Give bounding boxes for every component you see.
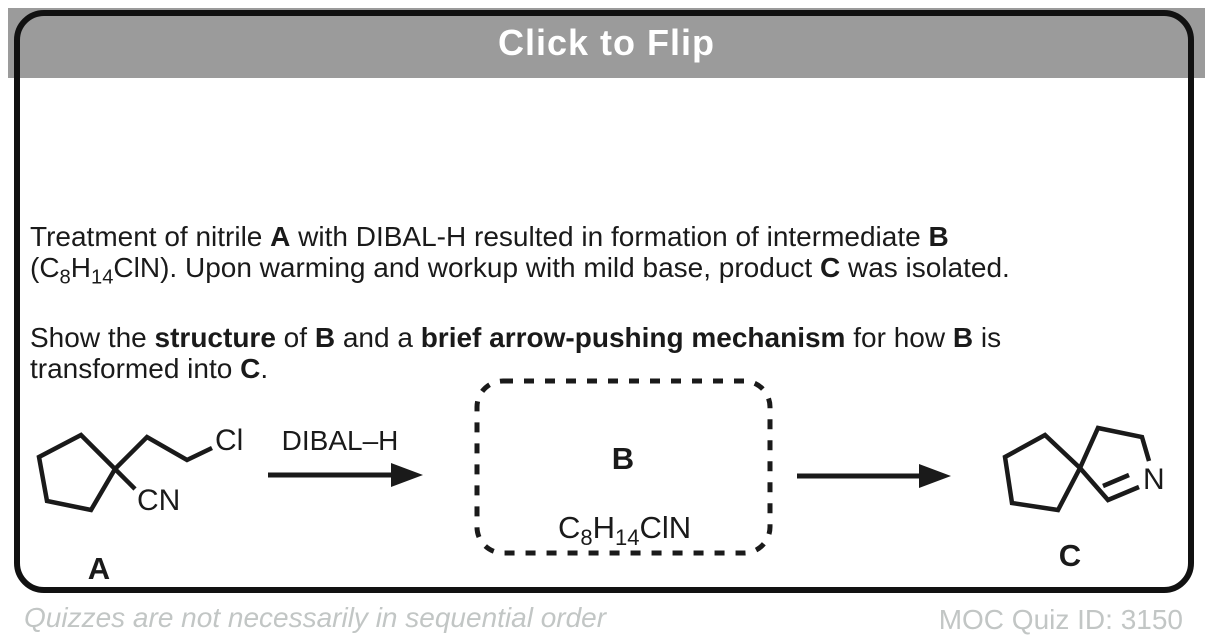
compound-a-label: A bbox=[88, 551, 110, 586]
cyclopentane-ring-a bbox=[36, 432, 118, 513]
footer-quiz-id: MOC Quiz ID: 3150 bbox=[938, 604, 1183, 635]
intermediate-b-label: B bbox=[612, 441, 634, 476]
cl-atom-label: Cl bbox=[215, 424, 243, 457]
footer-note: Quizzes are not necessarily in sequentia… bbox=[24, 602, 607, 633]
nitrile-bond bbox=[113, 467, 137, 491]
reaction-arrow-1 bbox=[268, 463, 423, 487]
intermediate-b-box: B C8H14ClN bbox=[474, 378, 773, 556]
reaction-arrow-2 bbox=[797, 464, 951, 488]
intermediate-b-formula: C8H14ClN bbox=[558, 510, 691, 550]
cn-atom-label: CN bbox=[137, 484, 180, 517]
flip-banner-label: Click to Flip bbox=[497, 22, 715, 63]
reagent-label: DIBAL–H bbox=[282, 425, 399, 456]
imine-double-bond bbox=[1102, 472, 1130, 489]
arrowhead-2 bbox=[919, 464, 951, 488]
compound-c-label: C bbox=[1059, 538, 1081, 573]
n-atom-label: N bbox=[1143, 463, 1165, 496]
imine-ring-upper bbox=[1077, 425, 1152, 469]
dashed-box bbox=[474, 378, 773, 556]
imine-ring-lower bbox=[1078, 466, 1140, 503]
chloroethyl-chain bbox=[113, 434, 213, 471]
cyclopentane-ring-c bbox=[1002, 432, 1083, 513]
structure-c: N C bbox=[1002, 425, 1165, 573]
question-paragraph-2: Show the structure of B and a brief arro… bbox=[30, 322, 1002, 384]
question-paragraph-1: Treatment of nitrile A with DIBAL-H resu… bbox=[30, 221, 1010, 289]
quiz-card[interactable] bbox=[14, 10, 1194, 593]
arrowhead-1 bbox=[391, 463, 423, 487]
flip-banner[interactable]: Click to Flip bbox=[8, 8, 1205, 78]
structure-a: Cl CN A bbox=[36, 424, 243, 586]
